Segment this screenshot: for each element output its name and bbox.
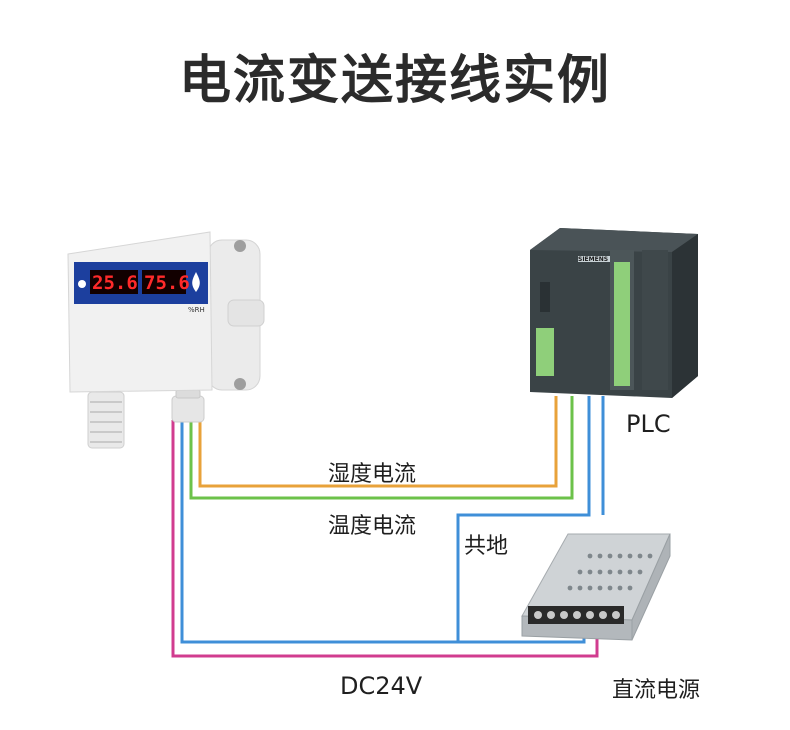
humidity-reading: 75.6 <box>144 272 190 294</box>
wire-dc24v <box>171 420 599 658</box>
temp-reading: 25.6 <box>92 272 138 294</box>
plc-device: SIEMENS <box>530 228 698 398</box>
wire-plc-ground-1 <box>456 396 591 642</box>
brand-label: SIEMENS <box>578 256 608 263</box>
label-plc: PLC <box>626 410 671 438</box>
wire-humidity-current <box>198 396 558 488</box>
thermometer-icon <box>78 280 86 288</box>
label-humidity-current: 湿度电流 <box>328 462 417 487</box>
label-common-ground: 共地 <box>464 534 509 559</box>
label-temperature-current: 温度电流 <box>328 514 417 539</box>
humidity-unit: %RH <box>188 306 205 314</box>
label-dc-power-supply: 直流电源 <box>612 678 701 703</box>
page-title: 电流变送接线实例 <box>178 51 611 111</box>
power-supply <box>521 533 671 641</box>
label-dc24v: DC24V <box>340 672 423 700</box>
transmitter-device: 25.6 75.6 %RH <box>67 231 265 449</box>
water-drop-icon <box>192 272 200 292</box>
wire-temperature-current <box>189 396 574 500</box>
